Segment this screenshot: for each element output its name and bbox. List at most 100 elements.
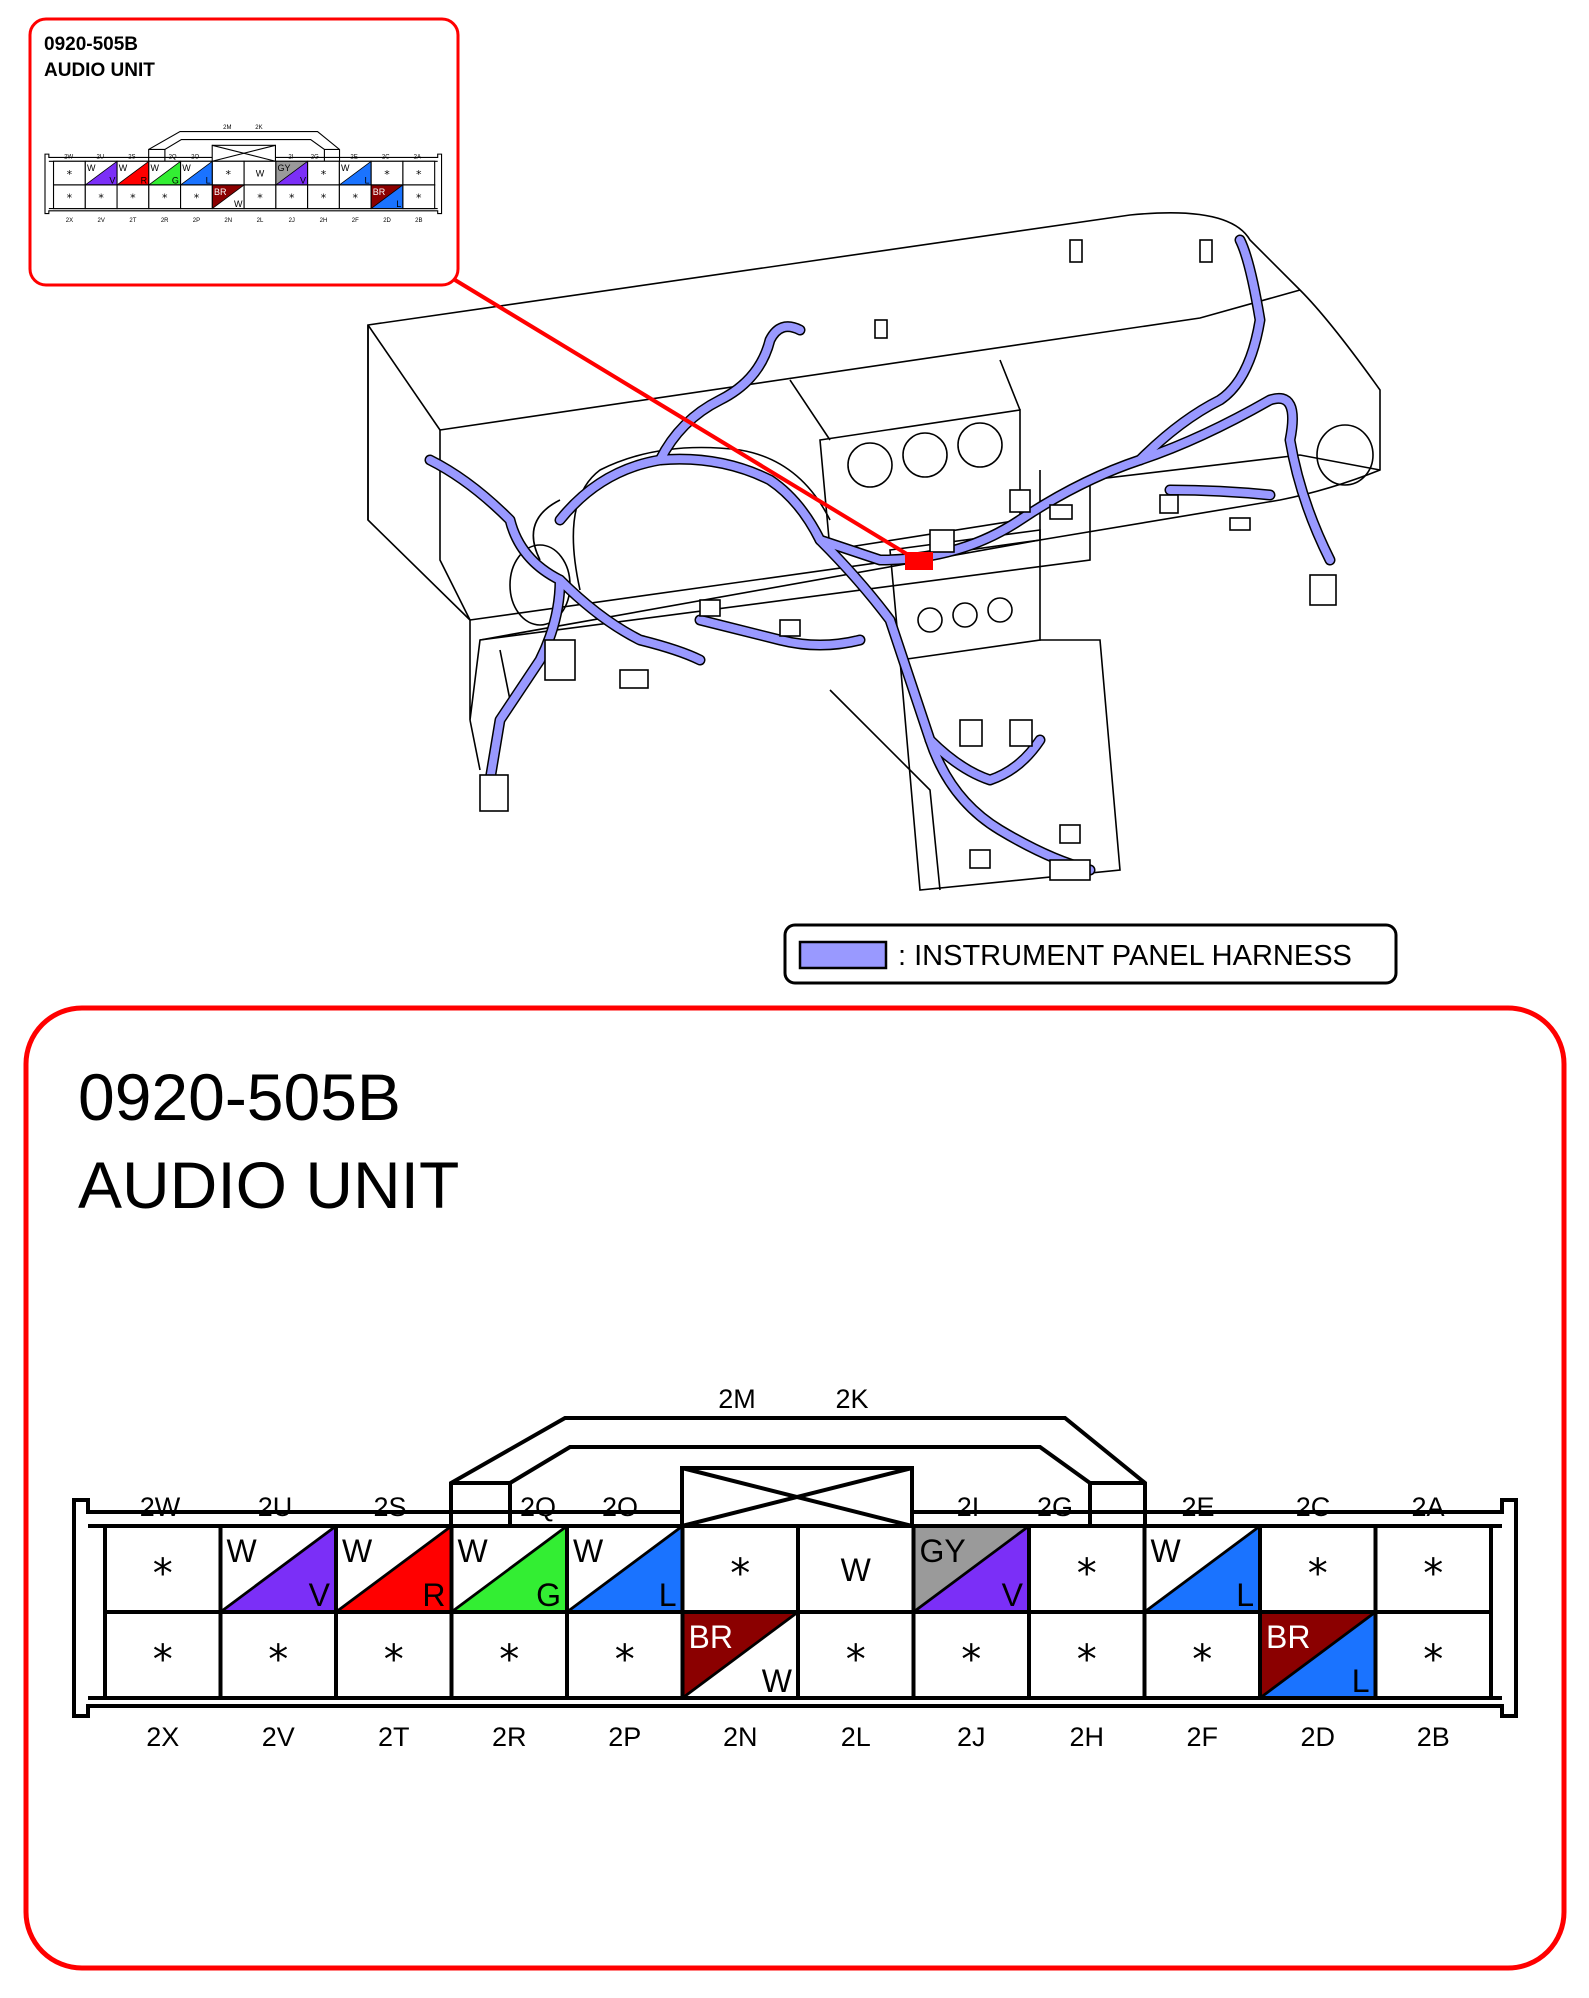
unused-pin-mark: * — [384, 1637, 404, 1683]
pin-cell-top-6: * — [211, 160, 245, 186]
pin-cell-bottom-5: * — [180, 184, 213, 210]
wire-color-primary-label: W — [182, 163, 191, 173]
pin-cell-bottom-9: * — [1027, 1610, 1147, 1700]
pin-cell-top-9: * — [1027, 1524, 1147, 1614]
connector-hood-inner — [164, 139, 325, 162]
empty-pin — [53, 161, 86, 185]
split-diagonal — [1143, 1524, 1261, 1614]
pin-label-bottom: 2N — [723, 1722, 758, 1752]
unused-pin-mark: * — [225, 168, 231, 181]
empty-pin — [244, 184, 276, 209]
inset-connector-code: 0920-505B — [44, 34, 138, 55]
key-cross-b — [212, 144, 276, 162]
unused-pin-mark: * — [499, 1637, 519, 1683]
pin-label-bottom: 2B — [415, 218, 422, 224]
unused-pin-mark: * — [257, 192, 263, 205]
wire-color-stripe-label: R — [422, 1577, 445, 1613]
empty-pin — [567, 1612, 683, 1698]
empty-pin — [371, 161, 403, 185]
split-diagonal — [275, 160, 308, 186]
unused-pin-mark: * — [289, 192, 295, 205]
wire-color-stripe-label: V — [300, 175, 306, 185]
wire-color-stripe-label: L — [206, 175, 211, 185]
split-diagonal — [148, 160, 181, 186]
pin-label-upper: 2M — [223, 125, 231, 131]
pin-label-top: 2U — [96, 155, 104, 161]
pin-cell-top-8: GYV — [275, 160, 309, 186]
pin-label-bottom: 2T — [129, 218, 136, 224]
wire-color-primary-label: W — [341, 163, 350, 173]
pin-label-bottom: 2J — [957, 1722, 986, 1752]
connector-hood-outer — [148, 131, 341, 162]
unused-pin-mark: * — [268, 1637, 288, 1683]
pin-cell-border — [1373, 1610, 1493, 1700]
pin-cell-top-11: * — [370, 160, 404, 186]
pin-label-bottom: 2L — [257, 218, 264, 224]
unused-pin-mark: * — [321, 168, 327, 181]
pin-cell-top-12: * — [402, 160, 436, 186]
unused-pin-mark: * — [615, 1637, 635, 1683]
wire-color-primary-label: W — [227, 1533, 258, 1569]
pin-label-bottom: 2L — [841, 1722, 871, 1752]
wire-color-primary-label: W — [573, 1533, 604, 1569]
empty-pin — [220, 1612, 336, 1698]
pin-cell-top-4: WG — [449, 1524, 569, 1614]
empty-pin — [1260, 1526, 1376, 1612]
split-diagonal — [681, 1610, 799, 1700]
split-diagonal — [116, 160, 150, 186]
pin-label-bottom: 2N — [224, 218, 232, 224]
unused-pin-mark: * — [321, 192, 327, 205]
inset-box: 0920-505B AUDIO UNIT *WVWRWGWL*WGYV*WL**… — [28, 17, 460, 287]
pin-label-bottom: 2X — [66, 218, 73, 224]
pin-cell-bottom-8: * — [911, 1610, 1031, 1700]
pin-label-top: 2O — [602, 1492, 638, 1522]
legend: : INSTRUMENT PANEL HARNESS — [783, 923, 1398, 985]
empty-pin — [1029, 1612, 1145, 1698]
connector-detail: 0920-505B AUDIO UNIT *WVWRWGWL*WGYV*WL**… — [23, 1005, 1567, 1971]
unused-pin-mark: * — [98, 192, 104, 205]
empty-pin — [798, 1612, 914, 1698]
unused-pin-mark: * — [1077, 1551, 1097, 1597]
wire-color-primary-label: BR — [214, 187, 227, 197]
pin-cell-top-8: GYV — [911, 1524, 1031, 1614]
empty-pin — [85, 184, 118, 209]
pin-cell-top-11: * — [1258, 1524, 1378, 1614]
pin-label-bottom: 2B — [1417, 1722, 1450, 1752]
pin-label-top: 2C — [1296, 1492, 1331, 1522]
wire-color-label: W — [256, 168, 265, 178]
pin-label-bottom: 2V — [97, 218, 104, 224]
split-diagonal — [85, 160, 118, 186]
audio-unit-location-marker — [905, 552, 933, 570]
pin-label-top: 2G — [311, 155, 319, 161]
pin-label-bottom: 2P — [608, 1722, 641, 1752]
pin-cell-bottom-6: BRW — [211, 184, 245, 210]
empty-pin — [105, 1526, 221, 1612]
empty-pin — [1029, 1526, 1145, 1612]
pin-cell-bottom-11: BRL — [370, 184, 404, 210]
empty-pin — [117, 184, 149, 209]
pin-cell-top-4: WG — [148, 160, 182, 186]
pin-label-bottom: 2H — [1069, 1722, 1104, 1752]
pin-label-bottom: 2V — [262, 1722, 295, 1752]
pin-label-top: 2A — [1411, 1492, 1444, 1522]
wire-color-primary-label: BR — [1266, 1619, 1310, 1655]
pin-cell-bottom-1: * — [52, 184, 86, 210]
pin-label-top: 2W — [140, 1492, 181, 1522]
wire-color-primary-label: W — [342, 1533, 373, 1569]
split-diagonal — [212, 184, 245, 209]
connector-hood-inner — [508, 1445, 1092, 1526]
unused-pin-mark: * — [1192, 1637, 1212, 1683]
pin-label-bottom: 2F — [1186, 1722, 1218, 1752]
pin-label-top: 2S — [373, 1492, 406, 1522]
pin-cell-bottom-10: * — [1142, 1610, 1262, 1700]
unused-pin-mark: * — [67, 192, 73, 205]
pin-cell-bottom-4: * — [449, 1610, 569, 1700]
pin-label-top: 2E — [1181, 1492, 1214, 1522]
pin-cell-bottom-8: * — [275, 184, 309, 210]
unused-pin-mark: * — [846, 1637, 866, 1683]
empty-pin — [275, 184, 308, 209]
inset-connector-name: AUDIO UNIT — [44, 60, 155, 81]
wire-color-solid — [798, 1526, 914, 1612]
unused-pin-mark: * — [730, 1551, 750, 1597]
split-diagonal — [370, 184, 404, 209]
